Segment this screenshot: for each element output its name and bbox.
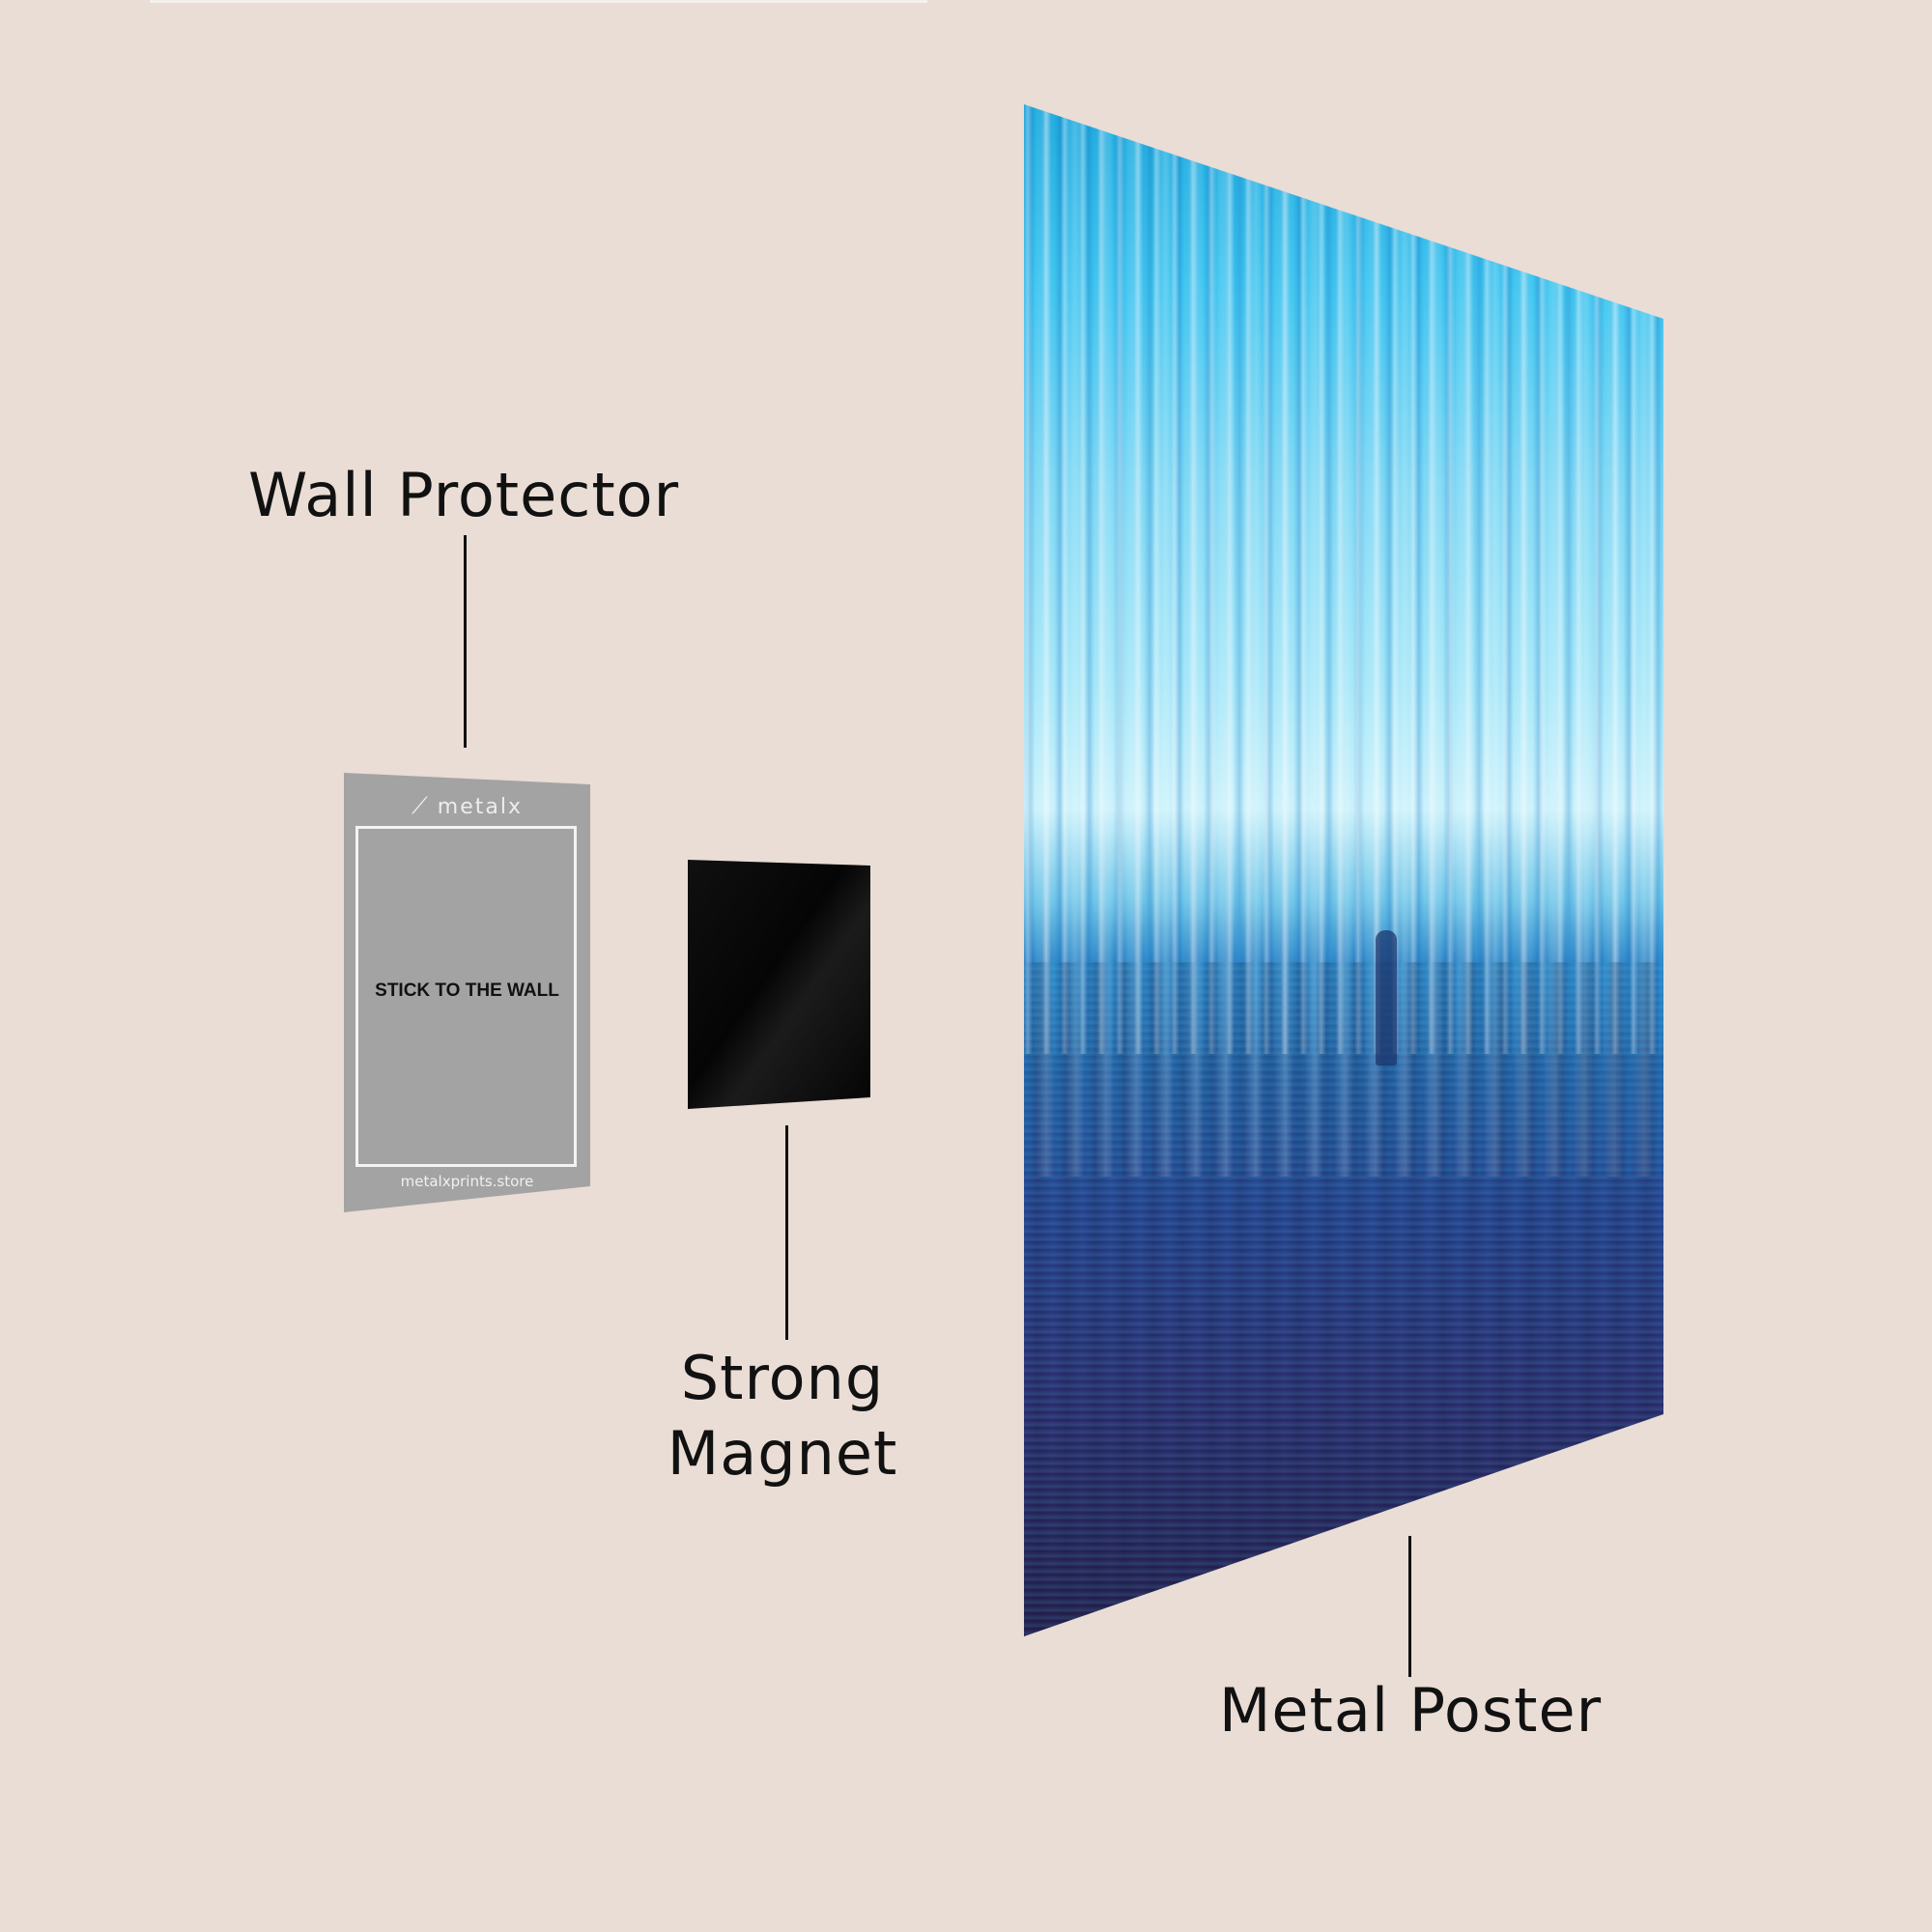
metal-poster [1024,104,1663,1636]
metal-poster-label: Metal Poster [1218,1675,1603,1746]
protector-instruction: STICK TO THE WALL [375,980,559,1001]
top-edge-strip [150,0,927,3]
poster-water-surface [1024,962,1663,1636]
poster-silhouette [1376,930,1397,1065]
wall-protector-label: Wall Protector [247,460,680,530]
metalx-logo-icon: ⟋ [411,792,430,819]
poster-rain-streaks-dark [1024,104,1663,1178]
metalx-logo-text: metalx [437,795,524,819]
strong-magnet [688,860,870,1109]
strong-magnet-label-line2: Magnet [667,1418,898,1489]
metalx-logo: ⟋ metalx [344,792,590,819]
wall-protector-card: ⟋ metalx STICK TO THE WALL metalxprints.s… [344,773,590,1212]
poster-rain-streaks-light [1024,104,1663,1055]
strong-magnet-pointer-line [785,1125,788,1340]
strong-magnet-label-line1: Strong [680,1343,885,1413]
metal-poster-pointer-line [1408,1536,1411,1677]
wall-protector-pointer-line [464,535,467,748]
protector-url: metalxprints.store [400,1173,534,1190]
strong-magnet-label: Strong Magnet [638,1341,927,1492]
protector-frame [355,826,577,1167]
